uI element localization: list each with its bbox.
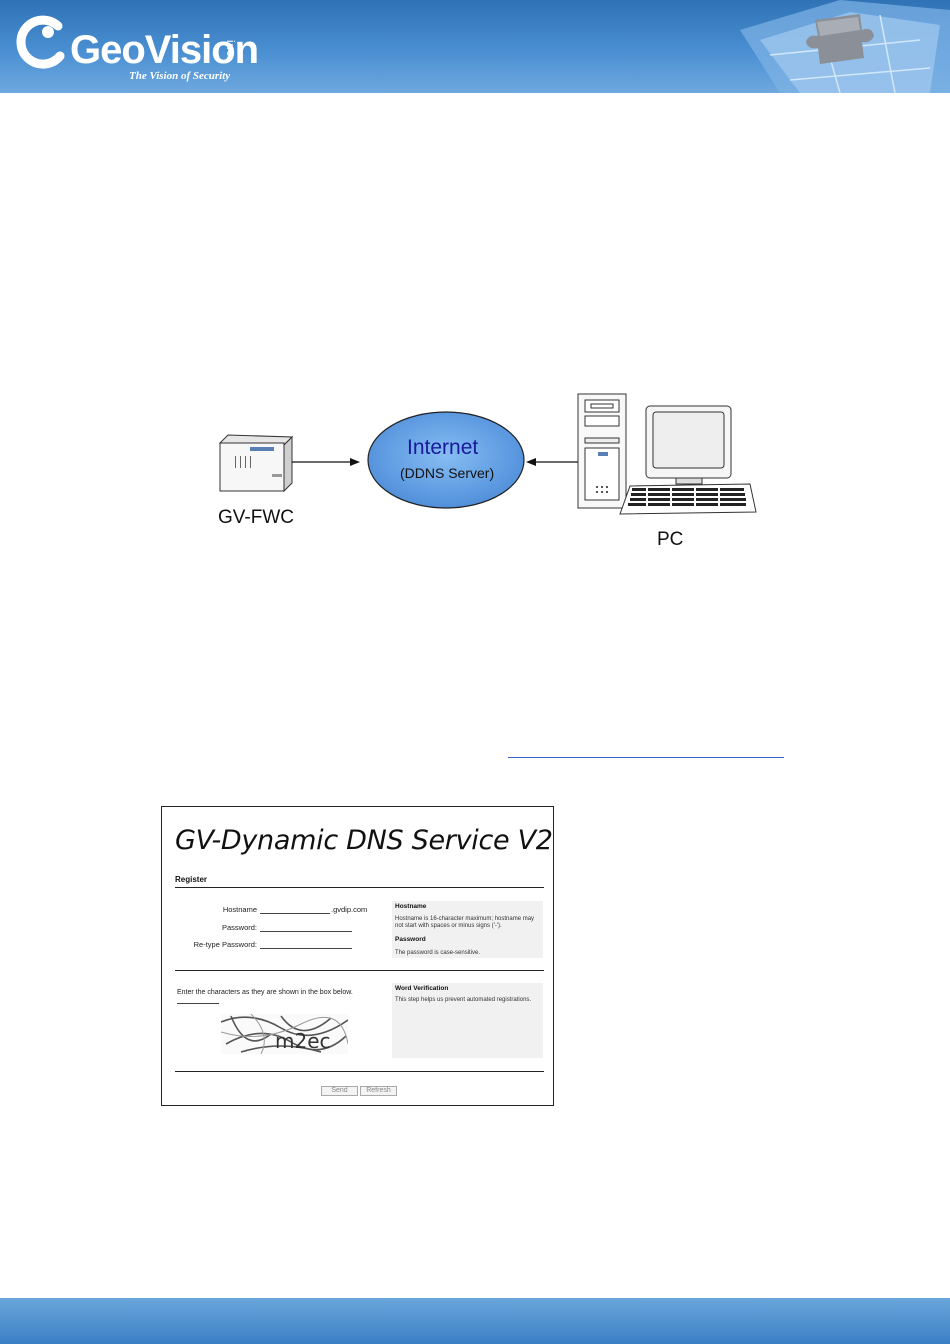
divider xyxy=(175,970,544,971)
hostname-info-text: Hostname is 16-character maximum; hostna… xyxy=(395,916,535,929)
brand-tagline: The Vision of Security xyxy=(129,70,231,82)
hostname-input[interactable] xyxy=(260,913,330,914)
password-label: Password: xyxy=(221,923,257,932)
verification-info-heading: Word Verification xyxy=(395,985,449,992)
gv-fwc-device-icon xyxy=(218,434,294,493)
captcha-instruction: Enter the characters as they are shown i… xyxy=(177,989,353,996)
captcha-text: m2ec xyxy=(275,1029,331,1053)
captcha-input[interactable] xyxy=(177,1003,219,1004)
hostname-label: Hostname xyxy=(222,905,257,914)
send-button[interactable]: Send xyxy=(321,1086,358,1096)
pc-label: PC xyxy=(657,529,684,550)
ddns-register-screenshot: GV-Dynamic DNS Service V2 Register Hostn… xyxy=(161,806,554,1106)
diagram-graphics xyxy=(218,393,757,515)
geovision-logo: GeoVision inc The Vision of Security xyxy=(14,10,264,86)
page-footer xyxy=(0,1298,950,1344)
brand-suffix: inc xyxy=(224,40,236,58)
password-info-heading: Password xyxy=(395,936,426,943)
internet-title: Internet xyxy=(407,436,479,459)
pc-monitor-icon xyxy=(645,405,732,485)
hostname-domain-suffix: .gvdip.com xyxy=(331,905,368,914)
puzzle-graphic xyxy=(740,0,950,93)
hostname-info-box: Hostname Hostname is 16-character maximu… xyxy=(392,901,543,958)
verification-info-box: Word Verification This step helps us pre… xyxy=(392,983,543,1058)
brand-name: GeoVision xyxy=(70,28,259,72)
refresh-button[interactable]: Refresh xyxy=(360,1086,397,1096)
password-input[interactable] xyxy=(260,931,352,932)
internet-cloud-icon xyxy=(367,411,525,509)
hyperlink-underline[interactable] xyxy=(508,757,784,758)
register-heading: Register xyxy=(175,875,208,884)
gv-fwc-label: GV-FWC xyxy=(218,507,294,528)
pc-tower-icon xyxy=(577,393,627,509)
retype-password-label: Re-type Password: xyxy=(193,940,257,949)
keyboard-icon xyxy=(619,483,757,515)
hostname-info-heading: Hostname xyxy=(395,903,427,910)
captcha-image: m2ec xyxy=(221,1014,348,1054)
retype-password-input[interactable] xyxy=(260,948,352,949)
ddns-server-label: (DDNS Server) xyxy=(400,465,495,481)
geovision-logo-icon xyxy=(16,15,65,69)
service-title: GV-Dynamic DNS Service V2 xyxy=(175,825,553,856)
network-diagram: Internet (DDNS Server) GV-FWC PC xyxy=(200,388,770,558)
page-header: GeoVision inc The Vision of Security xyxy=(0,0,950,93)
divider xyxy=(175,887,544,888)
password-info-text: The password is case-sensitive. xyxy=(395,950,481,956)
divider xyxy=(175,1071,544,1072)
verification-info-text: This step helps us prevent automated reg… xyxy=(395,997,532,1003)
